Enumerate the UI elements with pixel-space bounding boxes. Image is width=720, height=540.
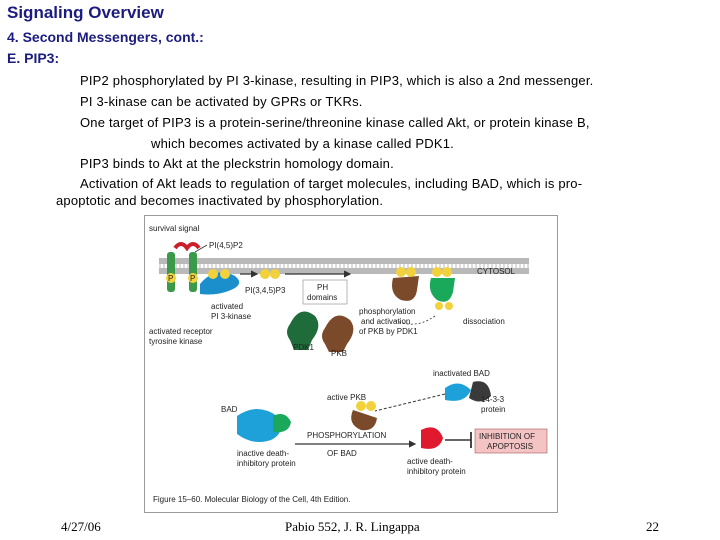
inactivated-bad-shape [445,383,471,401]
bullet-2: PI 3-kinase can be activated by GPRs or … [80,94,363,109]
phosphorylation-bad-label-2: OF BAD [327,449,357,458]
protein-1433-shape [469,381,491,402]
bullet-5-continued: apoptotic and becomes inactivated by pho… [56,193,384,208]
active-pkb-shape [351,410,377,431]
inhibition-label-2: APOPTOSIS [487,442,533,451]
receptor-tyrosine-kinase: P P [166,252,198,292]
phospho-label-2: and activation [361,317,410,326]
pdk1-shape [287,311,319,350]
pdk1-label: PDK1 [293,343,314,352]
bad-label: BAD [221,405,238,414]
pip3-phosphate-1 [260,269,270,279]
pkb-shape [322,315,354,352]
active-death-label-2: inhibitory protein [407,467,466,476]
bad-shape [237,409,281,442]
pip3-label: PI(3,4,5)P3 [245,286,286,295]
svg-text:P: P [168,274,173,283]
pi3-kinase-shape [200,272,240,295]
ph-domains-label-2: domains [307,293,337,302]
bullet-3-continued: which becomes activated by a kinase call… [151,136,454,151]
survival-signal-ligand [173,242,201,252]
inactive-death-protein-shape [273,414,291,433]
pi3k-phosphate-2 [220,269,230,279]
footer-page-number: 22 [646,519,659,534]
inhibition-label-1: INHIBITION OF [479,432,535,441]
bullet-3: One target of PIP3 is a protein-serine/t… [80,115,590,130]
section-heading: 4. Second Messengers, cont.: [7,29,204,45]
phospho-label-1: phosphorylation [359,307,415,316]
pip2-label: PI(4,5)P2 [209,241,243,250]
active-death-protein-shape [421,427,443,449]
svg-text:P: P [190,274,195,283]
pkb-label: PKB [331,349,347,358]
footer-course: Pabio 552, J. R. Lingappa [285,519,420,534]
protein-1433-label-1: 14-3-3 [481,395,505,404]
active-death-label-1: active death- [407,457,453,466]
bullet-5: Activation of Akt leads to regulation of… [80,176,583,191]
receptor-label-1: activated receptor [149,327,213,336]
activated-pi3k-label-1: activated [211,302,243,311]
inactive-death-label-2: inhibitory protein [237,459,296,468]
signaling-figure: survival signal P P PI(4,5)P2 PI(3,4,5)P… [144,215,558,513]
phosphorylation-bad-label-1: PHOSPHORYLATION [307,431,387,440]
ph-domains-label-1: PH [317,283,328,292]
figure-caption: Figure 15–60. Molecular Biology of the C… [153,495,350,504]
receptor-label-2: tyrosine kinase [149,337,203,346]
active-pkb-label: active PKB [327,393,366,402]
inactivated-bad-label: inactivated BAD [433,369,490,378]
bullet-4: PIP3 binds to Akt at the pleckstrin homo… [80,156,394,171]
pdk1-membrane-shape [429,278,455,302]
subsection-heading: E. PIP3: [7,50,60,66]
dissociation-label: dissociation [463,317,505,326]
pi3k-phosphate-1 [208,269,218,279]
pkb-membrane-shape [392,276,419,301]
slide-title: Signaling Overview [7,3,164,22]
inhibition-box [474,428,548,454]
cytosol-label: CYTOSOL [477,267,516,276]
inactive-death-label-1: inactive death- [237,449,289,458]
protein-1433-label-2: protein [481,405,505,414]
footer-date: 4/27/06 [61,519,101,534]
survival-signal-label: survival signal [149,224,199,233]
phospho-label-3: of PKB by PDK1 [359,327,418,336]
pathway-diagram: survival signal P P PI(4,5)P2 PI(3,4,5)P… [149,224,548,504]
activated-pi3k-label-2: PI 3-kinase [211,312,252,321]
pip3-phosphate-2 [270,269,280,279]
bullet-1: PIP2 phosphorylated by PI 3-kinase, resu… [80,73,594,88]
